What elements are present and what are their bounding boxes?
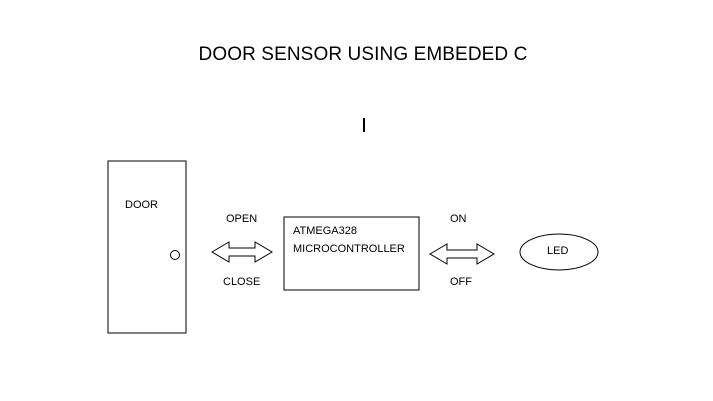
off-label: OFF (450, 276, 472, 288)
microcontroller-box (283, 216, 420, 291)
door-label: DOOR (125, 199, 158, 211)
microcontroller-label-line1: ATMEGA328 (293, 225, 357, 237)
led-ellipse (519, 233, 599, 271)
diagram-title: DOOR SENSOR USING EMBEDED C (198, 44, 528, 65)
open-label: OPEN (226, 213, 258, 225)
door-box (107, 160, 187, 334)
open-close-double-arrow (211, 241, 273, 263)
on-label: ON (450, 213, 467, 225)
door-knob-icon (170, 250, 180, 260)
led-label: LED (547, 245, 569, 257)
microcontroller-label-line2: MICROCONTROLLER (293, 243, 405, 255)
text-cursor (363, 118, 365, 132)
close-label: CLOSE (223, 276, 261, 288)
on-off-double-arrow (429, 243, 495, 265)
